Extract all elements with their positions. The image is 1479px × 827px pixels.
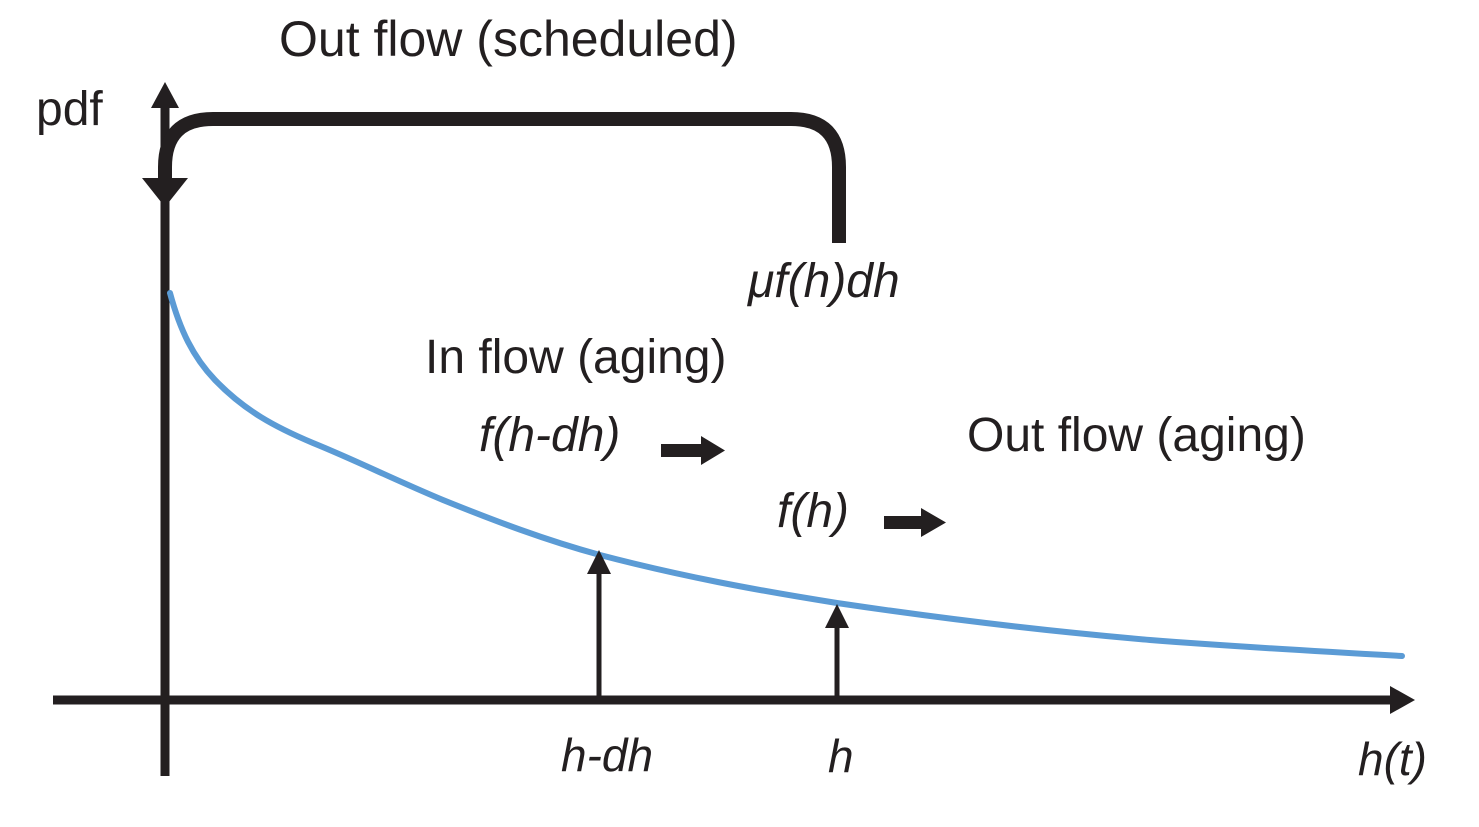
out-flow-aging-label: Out flow (aging) [967,409,1306,462]
out-flow-right-arrow-icon [884,508,946,537]
scheduled-flow-pipe [158,112,846,243]
scheduled-outflow-expression: μf(h)dh [748,255,900,308]
scheduled-flow-pipe-down-arrowhead-icon [142,178,188,207]
x-axis-arrowhead-icon [1390,686,1415,714]
out-flow-scheduled-label: Out flow (scheduled) [279,11,738,67]
y-axis-arrowhead-icon [151,82,179,108]
pdf-curve [167,290,1405,659]
marker-arrow-h-dh-head-icon [587,550,611,574]
x-tick-label-h: h [828,730,854,782]
marker-arrow-h-head-icon [825,604,849,628]
x-tick-label-h-dh: h-dh [561,729,654,781]
pdf-axis-label: pdf [36,83,103,136]
out-flow-aging-expression: f(h) [777,485,849,538]
in-flow-right-arrow-icon [661,436,725,465]
in-flow-aging-label: In flow (aging) [425,331,727,384]
x-axis-label: h(t) [1358,733,1427,785]
in-flow-expression: f(h-dh) [479,409,621,462]
